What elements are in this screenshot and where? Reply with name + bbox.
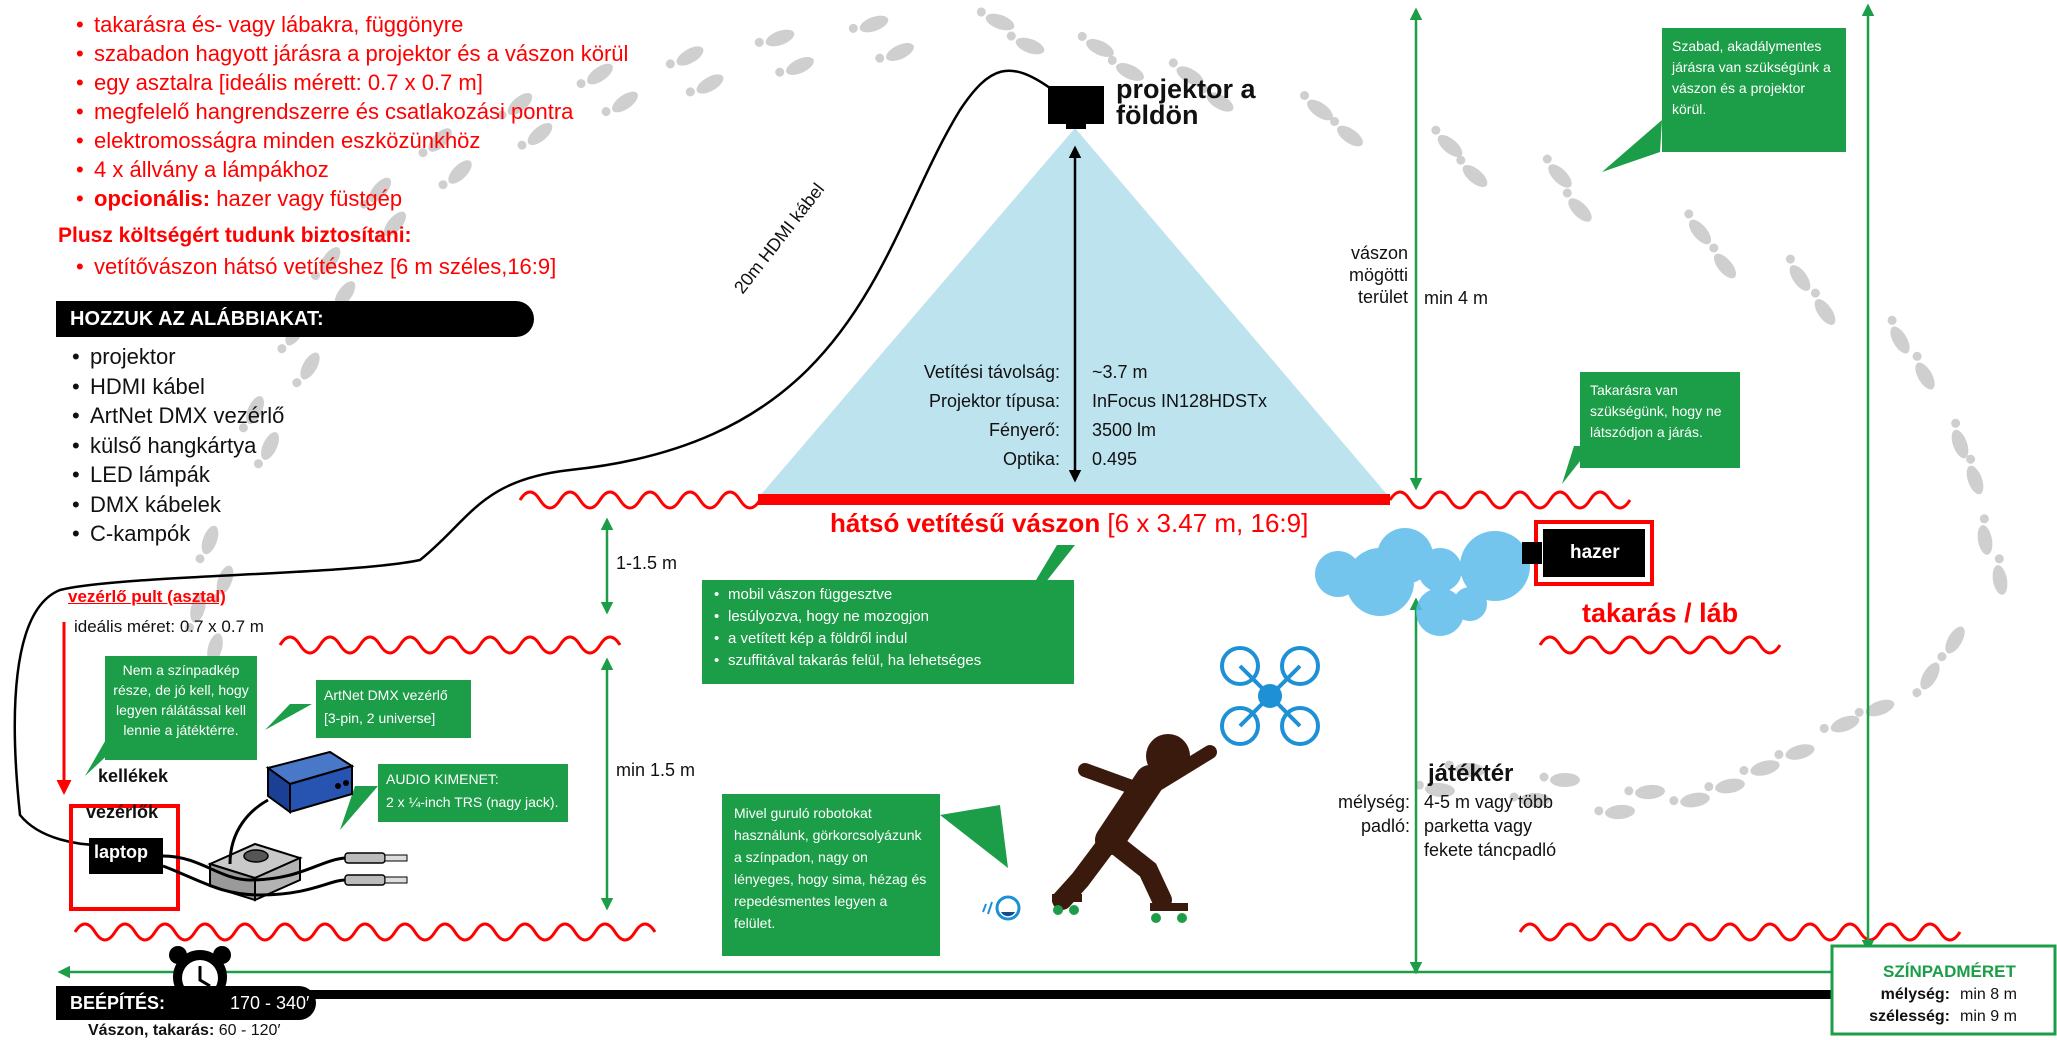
screen-note: szuffitával takarás felül, ha lehetséges bbox=[712, 650, 1068, 672]
projection-screen bbox=[758, 494, 1390, 505]
behind-screen-value: min 4 m bbox=[1424, 288, 1489, 308]
control-desk-ideal-size: ideális méret: 0.7 x 0.7 m bbox=[74, 617, 264, 636]
masking-note: Takarásra van szükségünk, hogy ne látszó… bbox=[1580, 372, 1740, 468]
requirements-list: takarásra és- vagy lábakra, függönyre sz… bbox=[74, 10, 628, 213]
dmx-note: ArtNet DMX vezérlő[3-pin, 2 universe] bbox=[316, 680, 471, 738]
robot-note: Mivel guruló robotokat használunk, görko… bbox=[722, 794, 940, 956]
jack-cable-icon bbox=[344, 852, 408, 886]
curtain-mid-right bbox=[1538, 635, 1782, 655]
bring-heading: HOZZUK AZ ALÁBBIAKAT: bbox=[56, 301, 534, 337]
bring-item: DMX kábelek bbox=[70, 490, 284, 520]
screen-note: mobil vászon függesztve bbox=[712, 584, 1068, 606]
stage-size-title: SZÍNPADMÉRET bbox=[1883, 962, 2016, 981]
extra-cost-item: vetítővászon hátsó vetítéshez [6 m széle… bbox=[74, 252, 556, 281]
skater-figure-icon bbox=[1052, 734, 1217, 923]
playing-area-keys: mélység:padló: bbox=[1337, 792, 1410, 836]
bring-item: külső hangkártya bbox=[70, 431, 284, 461]
bring-item: ArtNet DMX vezérlő bbox=[70, 401, 284, 431]
bring-item: HDMI kábel bbox=[70, 372, 284, 402]
hazer-label: hazer bbox=[1570, 542, 1620, 563]
requirement-item: takarásra és- vagy lábakra, függönyre bbox=[74, 10, 628, 39]
hdmi-cable-line bbox=[13, 69, 1051, 847]
bring-item: LED lámpák bbox=[70, 460, 284, 490]
smoke-cloud-icon bbox=[1315, 528, 1530, 636]
stage-size-box bbox=[1830, 944, 2057, 1036]
laptop-icon bbox=[89, 838, 163, 874]
requirement-item: 4 x állvány a lámpákhoz bbox=[74, 155, 628, 184]
requirement-item: megfelelő hangrendszerre és csatlakozási… bbox=[74, 97, 628, 126]
control-note: Nem a színpadkép része, de jó kell, hogy… bbox=[105, 656, 257, 760]
requirement-item: egy asztalra [ideális mérett: 0.7 x 0.7 … bbox=[74, 68, 628, 97]
bring-item: C-kampók bbox=[70, 519, 284, 549]
extra-cost-list: vetítővászon hátsó vetítéshez [6 m széle… bbox=[74, 252, 556, 281]
projector-icon bbox=[1048, 86, 1104, 129]
playing-area-title: játéktér bbox=[1428, 760, 1514, 787]
control-desk-title: vezérlő pult (asztal) bbox=[68, 587, 226, 606]
robot-icon bbox=[982, 895, 1021, 921]
requirement-item: opcionális: hazer vagy füstgép bbox=[74, 184, 628, 213]
curtain-lower-left bbox=[73, 922, 657, 942]
screen-note: a vetített kép a földről indul bbox=[712, 628, 1068, 650]
projector-spec-keys: Vetítési távolság:Projektor típusa: Fény… bbox=[923, 362, 1060, 469]
bring-list: projektor HDMI kábel ArtNet DMX vezérlő … bbox=[70, 342, 284, 549]
screen-note: lesúlyozva, hogy ne mozogjon bbox=[712, 606, 1068, 628]
curtain-upper-left bbox=[518, 490, 762, 510]
stage-size-keys: mélység:szélesség: bbox=[1869, 986, 1950, 1025]
free-path-note: Szabad, akadálymentes járásra van szüksé… bbox=[1662, 28, 1846, 152]
bring-item: projektor bbox=[70, 342, 284, 372]
laptop-label: laptop bbox=[94, 842, 148, 862]
requirement-item: elektromosságra minden eszközünkhöz bbox=[74, 126, 628, 155]
setup-time-label: BEÉPÍTÉS: 170 - 340′ bbox=[56, 986, 316, 1020]
audio-note: AUDIO KIMENET:2 x ¼-inch TRS (nagy jack)… bbox=[378, 764, 568, 822]
props-label: kellékek bbox=[98, 766, 169, 786]
requirement-item: szabadon hagyott járásra a projektor és … bbox=[74, 39, 628, 68]
screen-label: hátsó vetítésű vászon [6 x 3.47 m, 16:9] bbox=[830, 508, 1309, 538]
curtain-upper-right bbox=[1388, 490, 1632, 510]
front-dimension: min 1.5 m bbox=[616, 760, 696, 780]
gap-dimension: 1-1.5 m bbox=[616, 553, 678, 573]
hazer-icon bbox=[1522, 520, 1654, 586]
screen-notes-box: mobil vászon függesztve lesúlyozva, hogy… bbox=[702, 580, 1074, 684]
dmx-controller-icon bbox=[265, 750, 355, 814]
curtain-mid-left bbox=[278, 635, 622, 655]
controllers-label: vezérlők bbox=[86, 802, 159, 822]
curtain-lower-right bbox=[1518, 922, 1962, 942]
extra-cost-heading: Plusz költségért tudunk biztosítani: bbox=[58, 224, 412, 247]
setup-time-bar bbox=[60, 990, 1840, 999]
setup-sub: Vászon, takarás: 60 - 120′ bbox=[88, 1022, 281, 1039]
masking-label: takarás / láb bbox=[1582, 598, 1739, 628]
drone-icon bbox=[1220, 646, 1320, 746]
